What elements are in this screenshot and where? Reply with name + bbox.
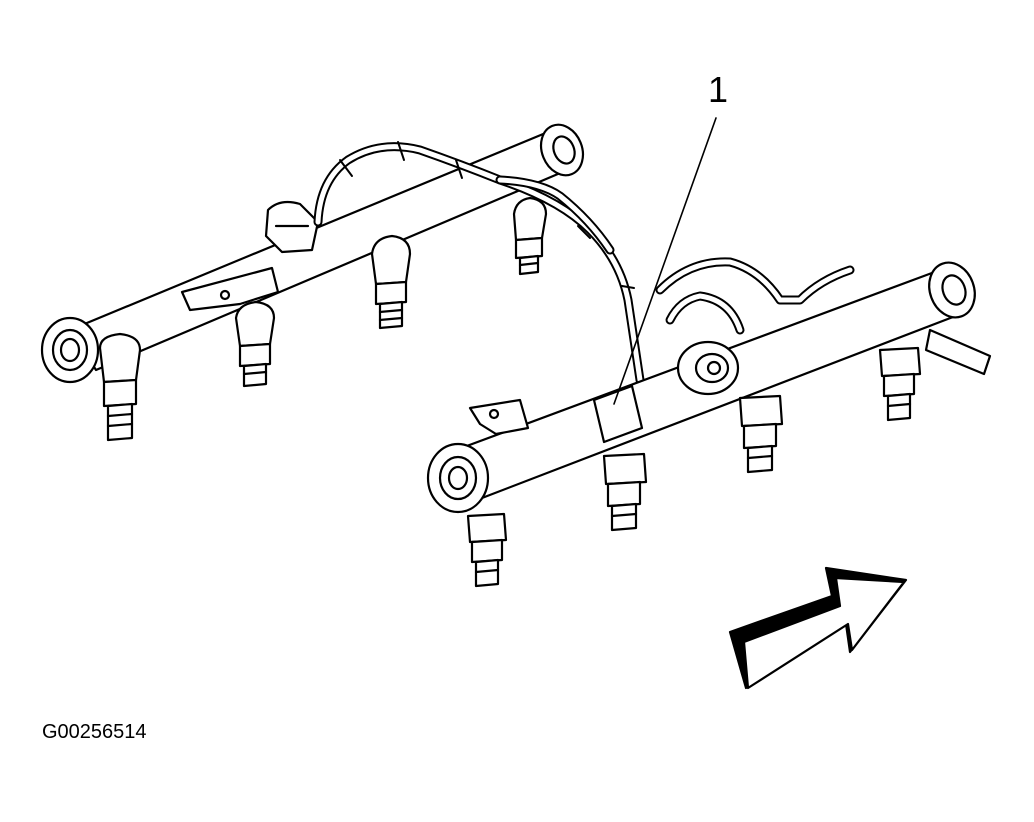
injector-wiring-harness: [313, 141, 855, 385]
callout-leader-line: [613, 117, 717, 405]
front-direction-arrow: [728, 566, 908, 690]
injector: [370, 234, 412, 330]
left-rail-injectors: [98, 196, 548, 442]
injector: [602, 452, 648, 532]
right-rail-injectors: [466, 346, 922, 588]
injector: [98, 332, 142, 442]
left-fuel-rail: [40, 123, 585, 384]
injector: [512, 196, 548, 276]
injector: [466, 512, 508, 588]
injector: [878, 346, 922, 422]
callout-number: 1: [708, 69, 729, 110]
right-fuel-rail: [426, 261, 992, 514]
figure-id: G00256514: [42, 721, 147, 743]
injector: [738, 394, 784, 474]
injector: [234, 300, 276, 388]
